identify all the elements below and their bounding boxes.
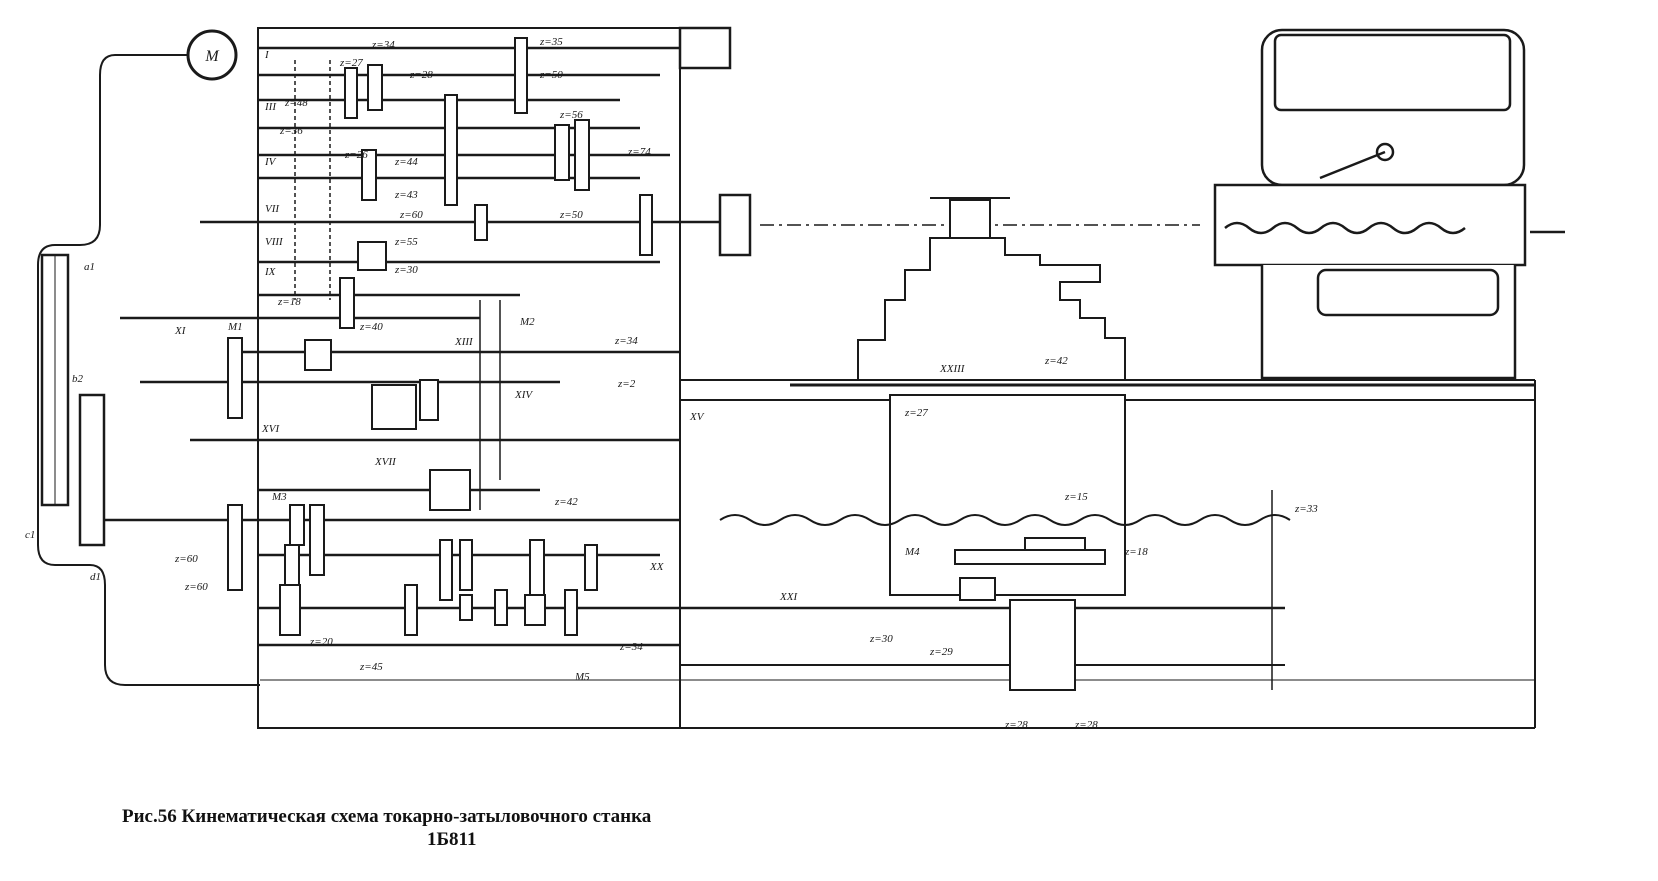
- gear-label: z=74: [627, 146, 651, 158]
- shaft-label: XI: [174, 325, 187, 337]
- shaft-label: IV: [264, 156, 277, 168]
- gear-label: z=18: [1124, 546, 1148, 558]
- gear-label: z=34: [619, 641, 643, 653]
- gear-label: z=15: [1064, 491, 1088, 503]
- gear-label: z=48: [284, 97, 308, 109]
- gear-label: z=36: [279, 125, 303, 137]
- shaft-label: XVII: [374, 456, 397, 468]
- gear-label: z=20: [309, 636, 333, 648]
- gear-label: z=18: [277, 296, 301, 308]
- guitar-label: a1: [84, 261, 95, 273]
- gear-label: z=60: [399, 209, 423, 221]
- gear-label: z=2: [617, 378, 636, 390]
- motor-belt-line: [37, 54, 260, 686]
- gear-label: z=28: [1074, 719, 1098, 731]
- gear-label: z=60: [174, 553, 198, 565]
- gear-label: z=50: [539, 69, 563, 81]
- gear-label: z=44: [394, 156, 418, 168]
- shaft-label: I: [264, 49, 270, 61]
- gear-label: z=40: [359, 321, 383, 333]
- gear-label: z=60: [184, 581, 208, 593]
- clutch-label: M3: [271, 491, 287, 503]
- gear-label: z=45: [359, 661, 383, 673]
- gear-label: z=28: [1004, 719, 1028, 731]
- gear-label: z=27: [339, 57, 363, 69]
- shaft-label: XXI: [779, 591, 798, 603]
- headstock-gears: [227, 37, 653, 636]
- gear-label: z=30: [869, 633, 893, 645]
- gear-label: z=56: [559, 109, 583, 121]
- shaft-label: IX: [264, 266, 277, 278]
- gear-label: z=43: [394, 189, 418, 201]
- gear-label: z=29: [929, 646, 953, 658]
- clutch-label: M2: [519, 316, 535, 328]
- clutch-label: M4: [904, 546, 920, 558]
- cross-slide-saddle: [857, 237, 1126, 381]
- shaft-label: XXIII: [939, 363, 966, 375]
- guitar-label: b2: [72, 373, 84, 385]
- guitar-label: d1: [90, 571, 101, 583]
- clutch-label: M1: [227, 321, 243, 333]
- gear-label: z=33: [1294, 503, 1318, 515]
- caption-line-1: Рис.56 Кинематическая схема токарно-заты…: [122, 806, 652, 827]
- guitar-label: c1: [25, 529, 35, 541]
- lead-screw: [719, 514, 1291, 526]
- gear-label: z=28: [409, 69, 433, 81]
- caption-line-2: 1Б811: [427, 829, 477, 850]
- motor-icon: M: [186, 29, 238, 81]
- change-gear-guitar: [40, 253, 106, 547]
- shaft-label: III: [264, 101, 277, 113]
- shaft-label: XVI: [261, 423, 280, 435]
- figure-caption: Рис.56 Кинематическая схема токарно-заты…: [122, 805, 842, 851]
- gear-label: z=35: [539, 36, 563, 48]
- shaft-label: XV: [689, 411, 705, 423]
- gear-label: z=30: [394, 264, 418, 276]
- shaft-label: XIII: [454, 336, 474, 348]
- gear-label: z=55: [394, 236, 418, 248]
- motor-label: M: [204, 48, 220, 65]
- shaft-label: VIII: [265, 236, 284, 248]
- tailstock: [1213, 28, 1565, 380]
- clutch-label: M5: [574, 671, 590, 683]
- shaft-label: XIV: [514, 389, 533, 401]
- spindle-chuck: [678, 26, 752, 257]
- gear-label: z=27: [904, 407, 928, 419]
- gear-label: z=26: [344, 149, 368, 161]
- gear-label: z=34: [371, 39, 395, 51]
- shaft-label: XX: [649, 561, 665, 573]
- gear-label: z=34: [614, 335, 638, 347]
- gear-label: z=42: [1044, 355, 1068, 367]
- toolpost: [949, 199, 991, 239]
- headstock-housing: [257, 27, 681, 729]
- shaft-label: VII: [265, 203, 280, 215]
- gear-label: z=42: [554, 496, 578, 508]
- gear-label: z=50: [559, 209, 583, 221]
